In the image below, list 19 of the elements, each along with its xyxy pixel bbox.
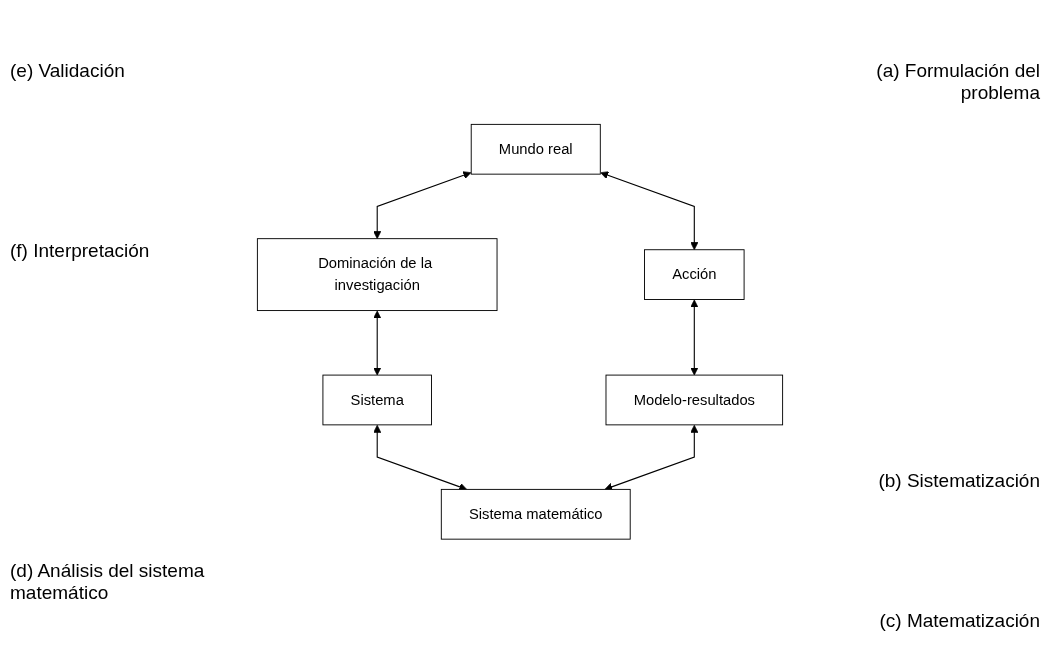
arrow: [373, 310, 382, 376]
step-label: (c) Matematización: [878, 610, 1040, 632]
arrow: [690, 299, 699, 376]
arrow: [373, 424, 468, 491]
step-label: (a) Formulación del problema: [875, 60, 1040, 104]
node-box: [440, 488, 631, 540]
node-box: [256, 237, 498, 311]
arrow: [373, 171, 472, 239]
node-box: [322, 374, 432, 426]
step-label: (b) Sistematización: [877, 470, 1040, 492]
cycle-diagram: Mundo real Dominación de la investigación Acción Sistema Modelo-resultados Sistema matemático: [250, 116, 790, 547]
node-box: [605, 374, 784, 426]
step-label: (f) Interpretación: [10, 240, 151, 262]
node-box: [470, 123, 601, 175]
step-label: (d) Análisis del sistema matemático: [10, 560, 206, 604]
arrow: [604, 424, 699, 491]
arrow: [600, 171, 699, 250]
node-box: [644, 249, 745, 300]
step-label: (e) Validación: [10, 60, 126, 82]
